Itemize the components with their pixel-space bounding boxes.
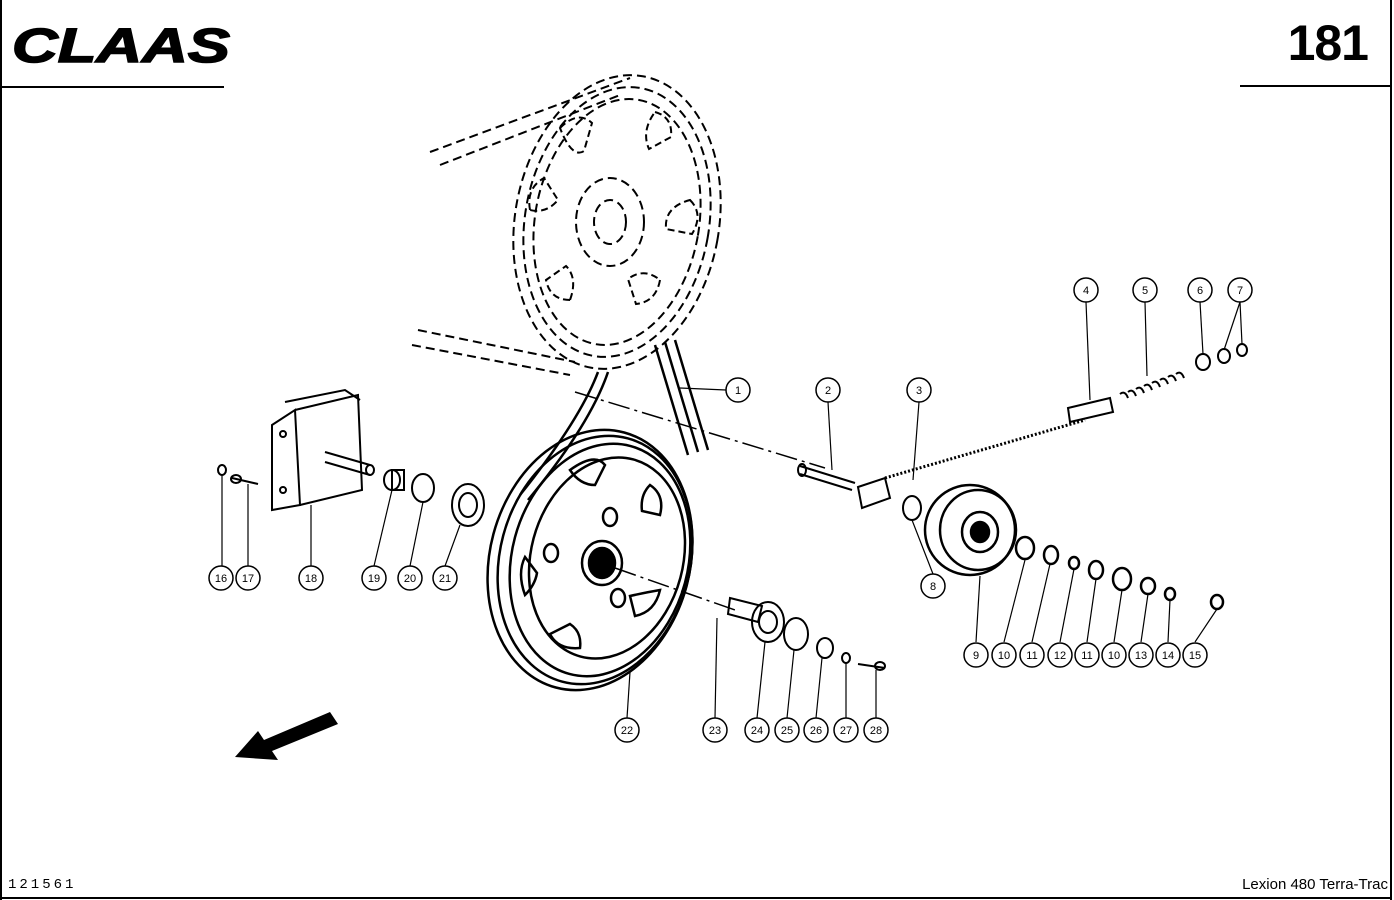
callout-label: 25 [781,725,793,737]
callout-12: 12 [1047,642,1073,668]
callout-label: 11 [1081,650,1092,662]
callout-22: 22 [614,717,640,743]
callout-13: 13 [1128,642,1154,668]
callout-label: 20 [404,573,416,585]
callout-label: 1 [735,385,741,397]
brand-logo-text: CLAAS [12,20,230,73]
callout-4: 4 [1073,277,1099,303]
callout-label: 21 [439,573,451,585]
callout-7: 7 [1227,277,1253,303]
callout-21: 21 [432,565,458,591]
callout-label: 24 [751,725,763,737]
callout-1: 1 [725,377,751,403]
callout-label: 10 [1108,650,1120,662]
callout-8: 8 [920,573,946,599]
callout-24: 24 [744,717,770,743]
leader-lines [221,301,1243,719]
direction-arrow [235,712,338,760]
tensioner-rod-assembly [797,343,1248,521]
callout-label: 18 [305,573,317,585]
part-callouts: 1 2 3 4 5 6 7 8 9 10 11 12 11 10 13 14 1… [208,277,1253,743]
callout-label: 22 [621,725,633,737]
shaft-hardware [726,596,886,671]
callout-18: 18 [298,565,324,591]
callout-6: 6 [1187,277,1213,303]
shaft-centerline [614,567,736,611]
drive-pulley-ghost [411,74,722,376]
callout-10b: 10 [1101,642,1127,668]
callout-15: 15 [1182,642,1208,668]
callout-label: 11 [1026,650,1037,662]
callout-20: 20 [397,565,423,591]
callout-label: 15 [1189,650,1201,662]
callout-label: 3 [916,385,922,397]
callout-label: 13 [1135,650,1147,662]
callout-label: 16 [215,573,227,585]
left-hardware [217,464,485,527]
callout-3: 3 [906,377,932,403]
v-belt [519,339,710,501]
callout-label: 14 [1162,650,1174,662]
callout-16: 16 [208,565,234,591]
callout-label: 27 [840,725,852,737]
callout-label: 23 [709,725,721,737]
callout-9: 9 [963,642,989,668]
callout-label: 8 [930,581,936,593]
claas-logo: CLAAS [11,19,231,74]
callout-label: 2 [825,385,831,397]
callout-label: 6 [1197,285,1203,297]
axis-centerline [574,391,826,469]
pulley-spoke-windows [528,110,699,306]
callout-25: 25 [774,717,800,743]
callout-19: 19 [361,565,387,591]
callout-label: 19 [368,573,380,585]
callout-label: 4 [1083,285,1089,297]
mounting-bracket [271,388,375,512]
callout-label: 5 [1142,285,1148,297]
callout-27: 27 [833,717,859,743]
callout-17: 17 [235,565,261,591]
callout-label: 17 [242,573,254,585]
idler-pulley-group [923,483,1225,611]
callout-28: 28 [863,717,889,743]
callout-26: 26 [803,717,829,743]
tension-pulley [486,428,694,692]
callout-14: 14 [1155,642,1181,668]
callout-label: 10 [998,650,1010,662]
callout-23: 23 [702,717,728,743]
callout-10a: 10 [991,642,1017,668]
callout-5: 5 [1132,277,1158,303]
callout-11b: 11 [1074,642,1100,668]
callout-label: 9 [973,650,979,662]
page-number: 181 [1287,15,1369,71]
machine-model: Lexion 480 Terra-Trac [1242,876,1388,893]
drawing-number: 121561 [8,877,77,893]
callout-2: 2 [815,377,841,403]
callout-label: 28 [870,725,882,737]
callout-label: 7 [1237,285,1243,297]
callout-label: 26 [810,725,822,737]
callout-label: 12 [1054,650,1066,662]
callout-11a: 11 [1019,642,1045,668]
